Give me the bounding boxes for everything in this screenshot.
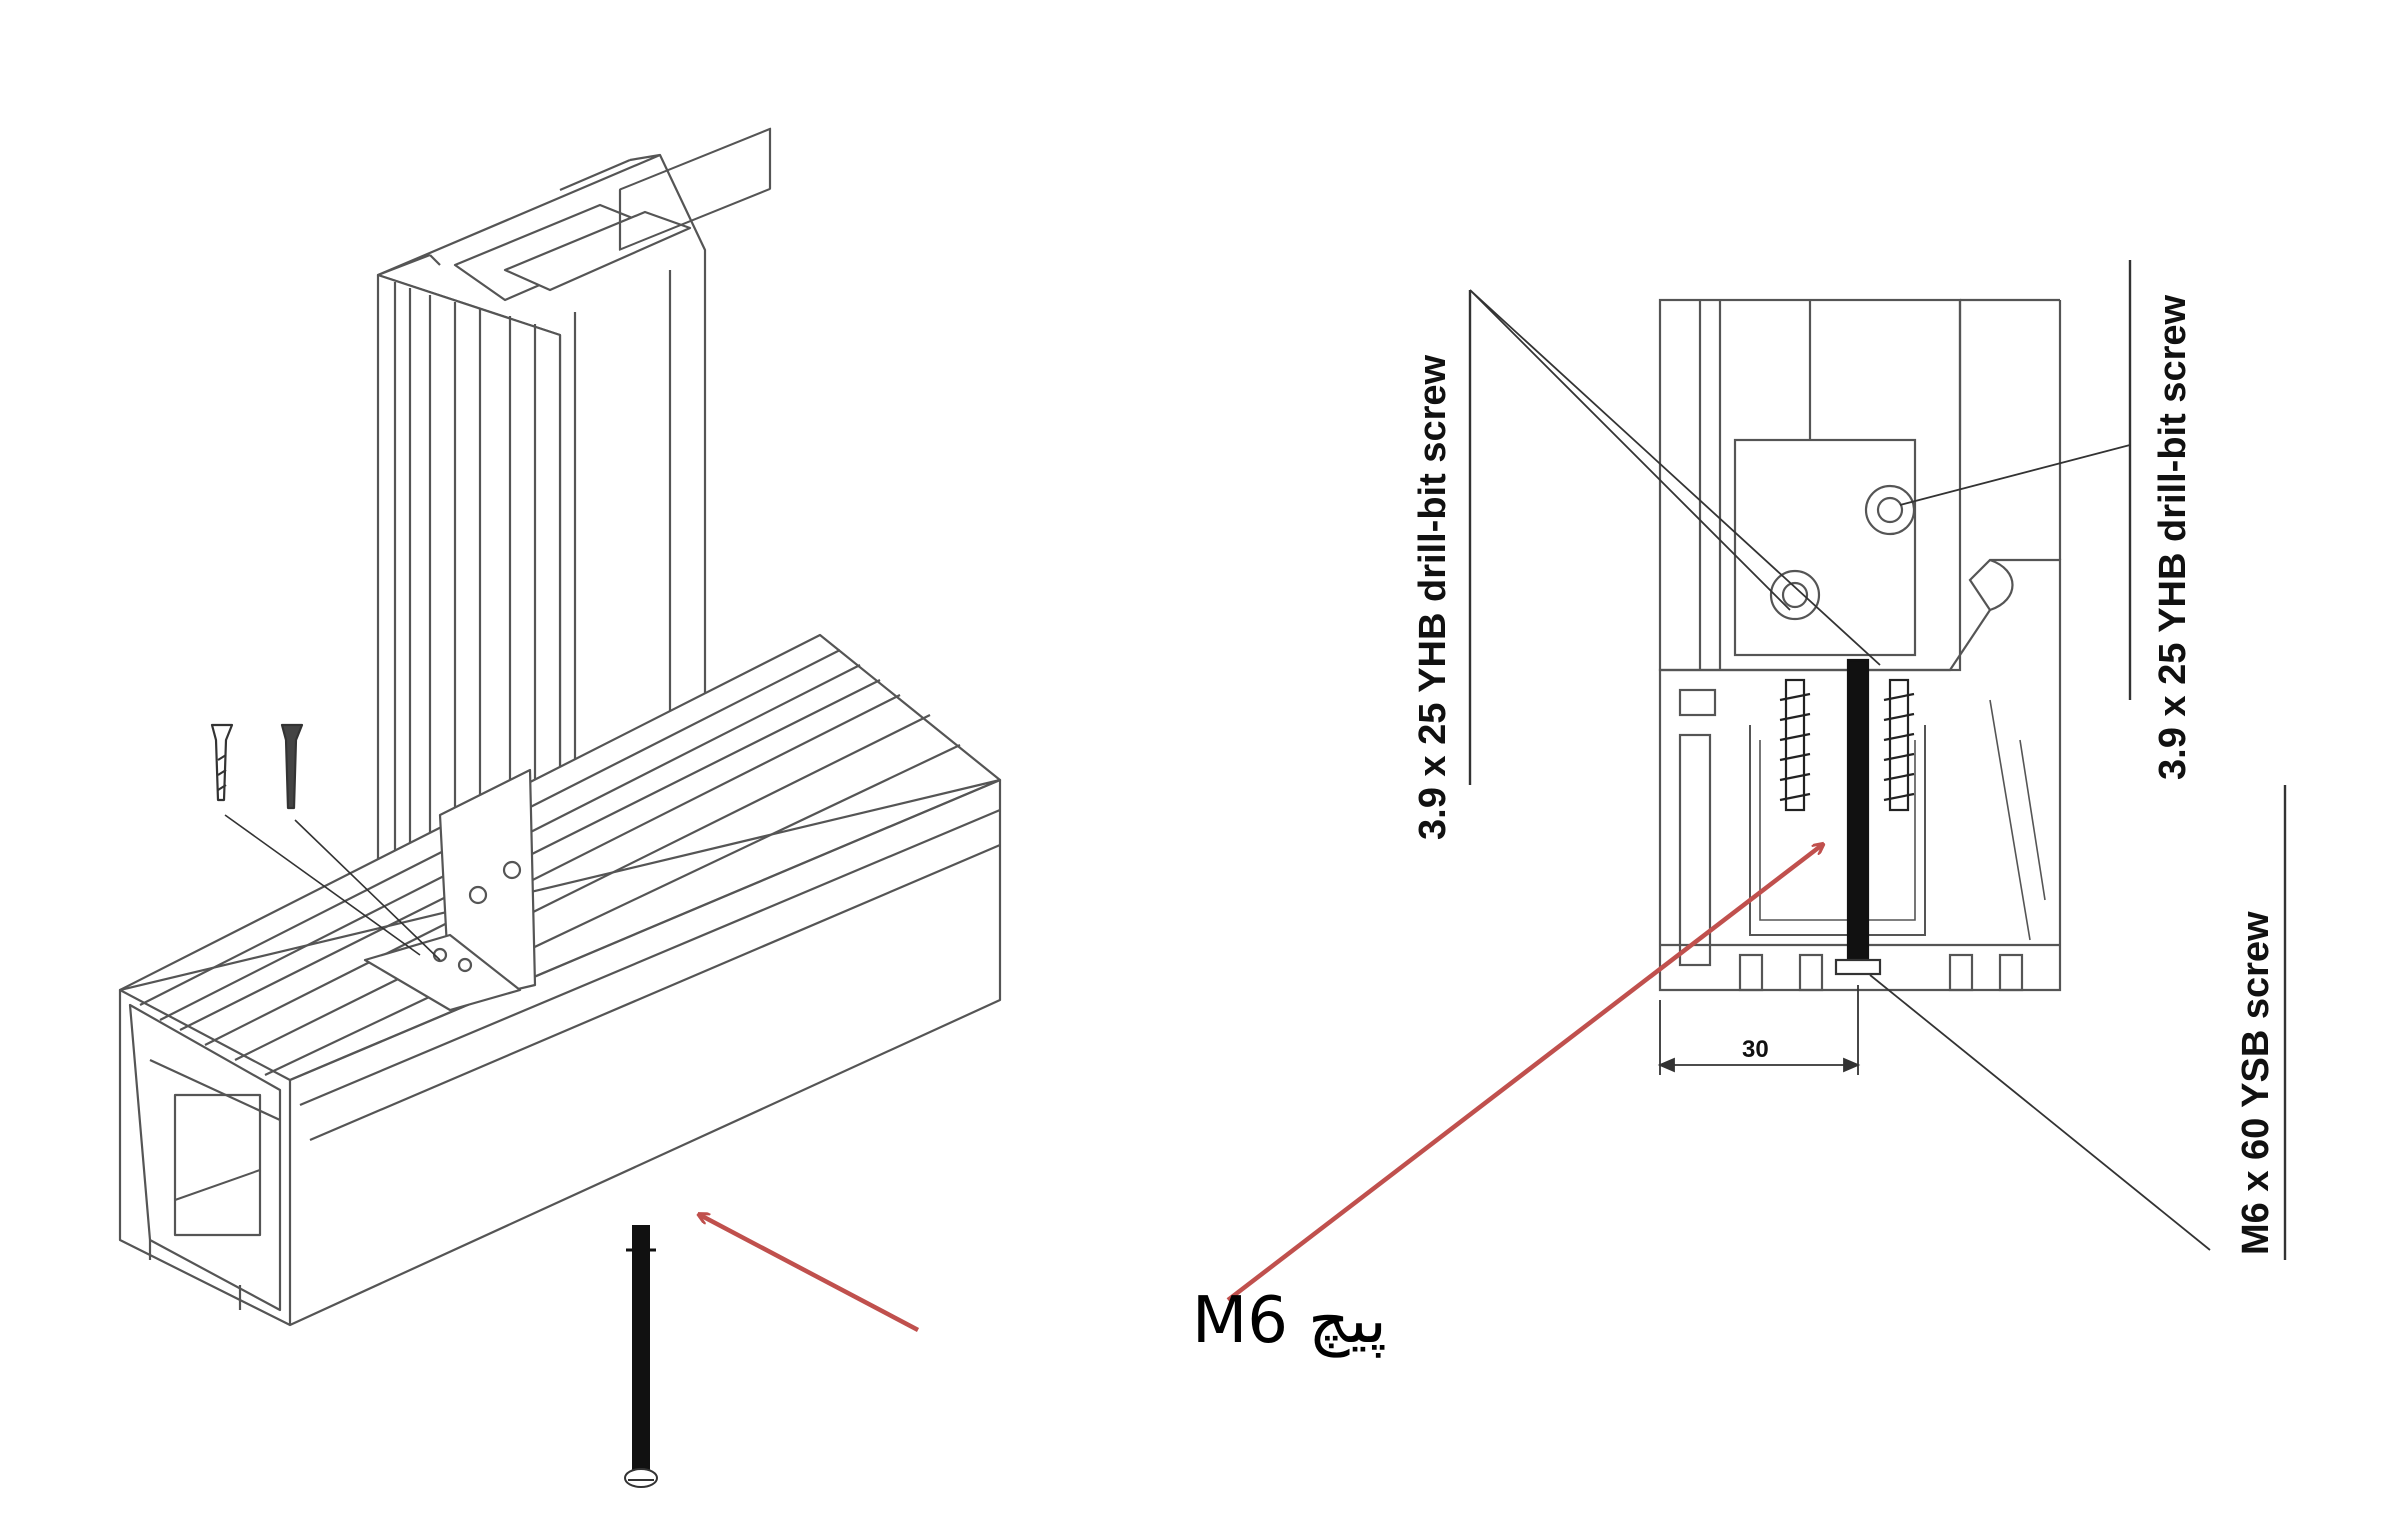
label-m6-screw: M6 x 60 YSB screw (2235, 911, 2277, 1255)
connector-hole (457, 957, 473, 973)
m6-screw-section (1846, 658, 1870, 967)
screw-head-upper (1864, 484, 1916, 536)
connector-hole (502, 860, 522, 880)
t-joint-3d-drawing (118, 127, 1002, 1327)
screw-head-lower (1769, 569, 1821, 621)
callout-arrows (700, 845, 1822, 1332)
dimension-label: 30 (1742, 1036, 1769, 1063)
horizontal-transom-profile (118, 633, 1002, 1327)
dimension-30 (1657, 985, 1861, 1075)
label-drill-screw-left: 3.9 x 25 YHB drill-bit screw (1412, 355, 1454, 840)
leader-lines (1468, 260, 2287, 1260)
drill-screws-section (1779, 678, 1915, 812)
label-drill-screw-right: 3.9 x 25 YHB drill-bit screw (2152, 295, 2194, 780)
drill-bit-screws-3d (210, 723, 441, 961)
arrow-to-section-screw (1226, 845, 1822, 1302)
cross-section-drawing (1468, 260, 2287, 1260)
callout-label: پیچ M6 (1192, 1284, 1387, 1358)
arrow-to-left-screw (700, 1215, 920, 1332)
m6-screw-left (624, 1225, 658, 1488)
cleat-block (1733, 438, 1917, 657)
connector-hole (468, 885, 488, 905)
